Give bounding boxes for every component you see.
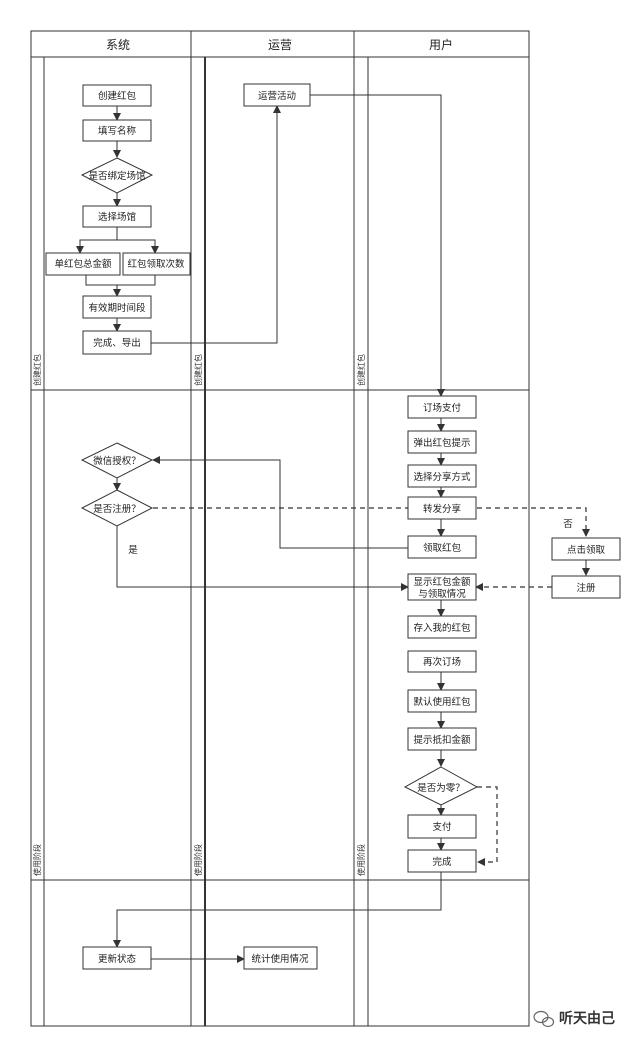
phase-label-use-ops: 使用阶段 [193, 844, 203, 876]
node-share-method [407, 464, 477, 488]
label-save-my-packet: 存入我的红包 [413, 622, 471, 634]
node-save-my-packet [407, 615, 477, 639]
wechat-icon [533, 1010, 555, 1028]
node-claim-packet [407, 535, 477, 559]
lane-title-system: 系统 [106, 38, 130, 52]
node-create-packet [82, 84, 152, 107]
label-usage-stats: 统计使用情况 [251, 953, 309, 965]
phase-label-use-system: 使用阶段 [32, 844, 42, 876]
watermark-text: 听天由己 [559, 1010, 615, 1027]
label-fill-name: 填写名称 [98, 125, 137, 137]
node-usage-stats [243, 946, 318, 970]
node-finish-export [82, 330, 152, 355]
label-book-pay: 订场支付 [423, 402, 462, 414]
dashed-connectors [153, 507, 590, 866]
label-wechat-auth: 微信授权？ [93, 455, 141, 467]
node-book-pay [407, 395, 477, 419]
label-show-amount-line1: 显示红包金额 [413, 576, 471, 588]
label-finish-export: 完成、导出 [93, 337, 141, 349]
label-select-venue: 选择场馆 [98, 211, 136, 223]
edge-label-yes: 是 [128, 545, 138, 556]
label-pay: 支付 [432, 821, 452, 833]
node-fill-name [82, 119, 152, 142]
label-claim-count: 红包领取次数 [127, 258, 185, 270]
node-done [407, 849, 477, 873]
node-single-total [45, 252, 121, 276]
label-default-use: 默认使用红包 [413, 696, 471, 708]
node-bind-venue [80, 157, 154, 194]
node-click-claim [551, 537, 621, 561]
swimlane-frame [30, 30, 530, 1027]
lane-title-ops: 运营 [268, 38, 292, 52]
label-single-total: 单红包总金额 [54, 258, 112, 270]
label-show-amount-line2: 与领取情况 [418, 588, 466, 600]
label-register: 注册 [576, 582, 596, 594]
node-is-registered [80, 489, 154, 527]
watermark: 听天由己 [533, 1010, 615, 1028]
node-register [551, 575, 621, 599]
label-forward-share: 转发分享 [423, 503, 461, 515]
lane-title-user: 用户 [429, 37, 453, 52]
label-click-claim: 点击领取 [567, 544, 606, 556]
label-is-zero: 是否为零？ [417, 782, 465, 794]
label-book-again: 再次订场 [423, 656, 461, 668]
node-pay [407, 814, 477, 839]
node-claim-count [122, 252, 191, 276]
nodes [45, 83, 621, 970]
node-popup-tip [407, 430, 477, 454]
label-is-registered: 是否注册？ [93, 503, 141, 515]
node-labels: 创建红包 填写名称 是否绑定场馆 选择场馆 单红包总金额 红包领取次数 有效期时… [54, 90, 605, 965]
label-ops-activity: 运营活动 [258, 90, 296, 102]
node-update-status [82, 946, 152, 970]
phase-label-create-user: 创建红包 [356, 354, 366, 386]
node-book-again [407, 650, 477, 673]
label-claim-packet: 领取红包 [423, 542, 462, 554]
node-tip-deduct [407, 727, 477, 751]
node-ops-activity [243, 83, 311, 107]
label-popup-tip: 弹出红包提示 [413, 437, 470, 449]
node-forward-share [407, 496, 477, 520]
node-is-zero [403, 766, 479, 806]
label-done: 完成 [432, 856, 452, 868]
label-bind-venue: 是否绑定场馆 [88, 170, 145, 182]
phase-label-use-user: 使用阶段 [356, 844, 366, 876]
label-share-method: 选择分享方式 [413, 471, 471, 483]
node-wechat-auth [80, 442, 154, 479]
label-update-status: 更新状态 [98, 953, 137, 965]
label-tip-deduct: 提示抵扣金额 [413, 734, 471, 746]
phase-label-create-ops: 创建红包 [193, 354, 203, 386]
label-create-packet: 创建红包 [98, 90, 137, 102]
edge-label-no: 否 [563, 519, 573, 530]
node-select-venue [82, 205, 152, 228]
label-valid-period: 有效期时间段 [88, 302, 146, 314]
node-show-amount [407, 573, 477, 601]
node-default-use [407, 689, 477, 713]
phase-label-create-system: 创建红包 [32, 354, 42, 386]
node-valid-period [82, 295, 152, 319]
connectors [76, 94, 590, 963]
